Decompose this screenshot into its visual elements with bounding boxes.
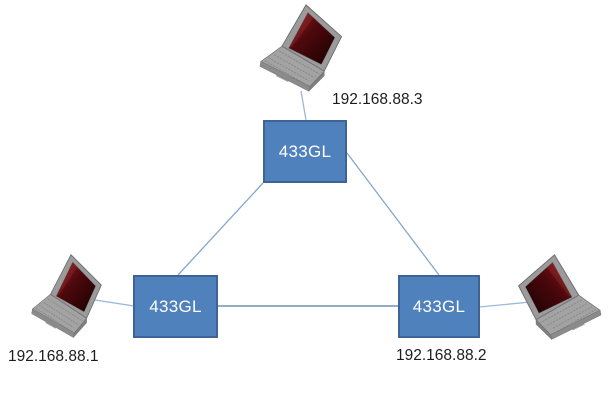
router-label: 433GL — [149, 296, 202, 316]
router-label: 433GL — [412, 296, 466, 316]
link-router-top-to-router-right — [346, 152, 440, 276]
link-pc-top-to-router-top — [300, 90, 307, 121]
router-node-top: 433GL — [263, 120, 347, 183]
ip-address-label-bottom-left: 192.168.88.1 — [8, 348, 99, 365]
laptop-icon — [258, 2, 354, 98]
router-node-bottom-right: 433GL — [398, 275, 480, 338]
link-pc-left-to-router-left — [94, 299, 135, 307]
router-label: 433GL — [278, 141, 332, 161]
ip-address-label-top: 192.168.88.3 — [332, 91, 423, 108]
laptop-icon — [30, 252, 112, 344]
ip-address-label-bottom-right: 192.168.88.2 — [396, 347, 487, 364]
router-node-bottom-left: 433GL — [133, 275, 218, 338]
link-router-top-to-router-left — [177, 182, 264, 276]
laptop-icon — [506, 252, 603, 346]
